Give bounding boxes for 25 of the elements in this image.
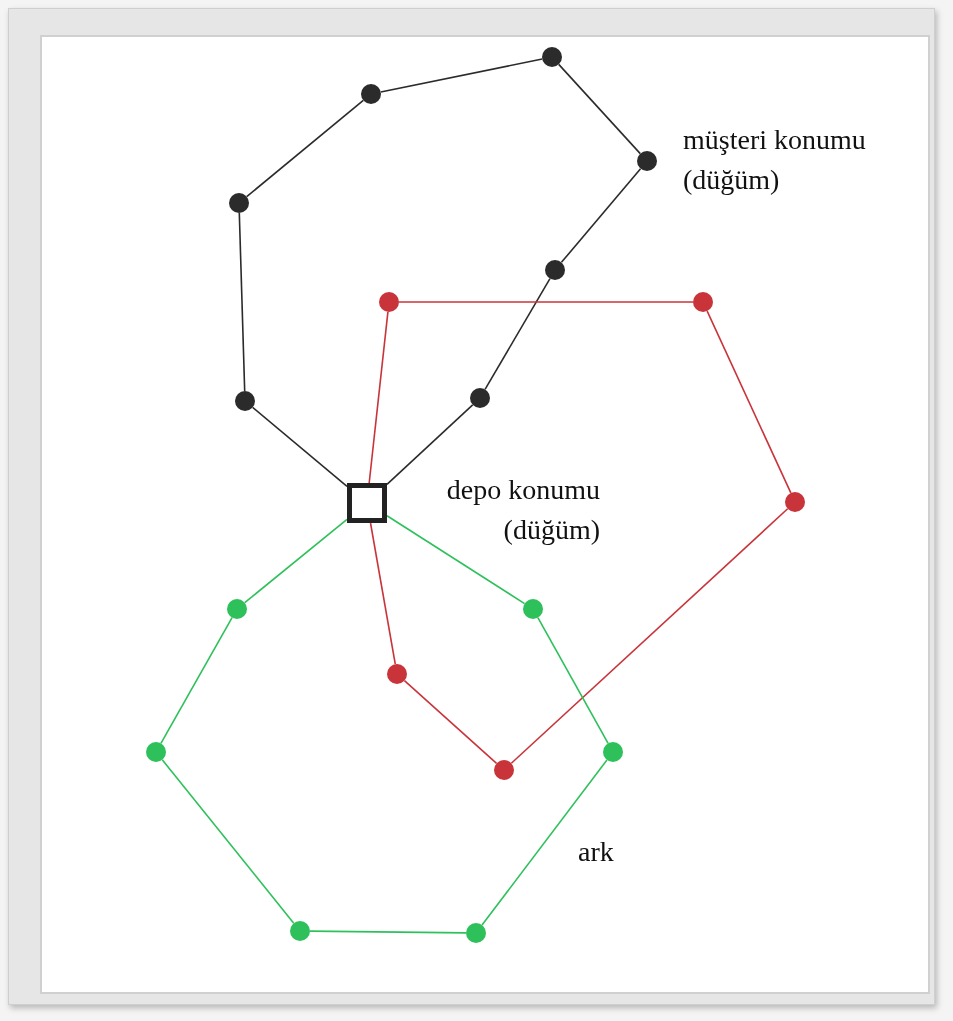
route-arc [238, 212, 246, 392]
route-arc [481, 759, 608, 926]
annotation-label: müşteri konumu (düğüm) [683, 123, 867, 197]
route-arc [706, 310, 792, 494]
annotation-label: ark [578, 835, 615, 869]
route-arc [251, 406, 348, 488]
depot-square [347, 483, 387, 523]
route-arc [309, 930, 467, 934]
route-arc [243, 518, 348, 604]
route-arc [380, 58, 543, 93]
route-arc [369, 522, 397, 665]
route-arc [386, 514, 526, 605]
route-arc [510, 507, 789, 765]
route-arc [537, 616, 609, 745]
route-arc [560, 167, 642, 264]
route-arc [386, 404, 474, 486]
route-arc [398, 301, 694, 303]
route-arc [403, 679, 498, 765]
annotation-label: depo konumu (düğüm) [445, 473, 600, 547]
route-arc [245, 99, 365, 198]
route-arc [484, 277, 551, 391]
route-arc [368, 311, 389, 484]
route-arc [161, 759, 295, 924]
route-arc [160, 616, 233, 745]
route-arc [557, 63, 642, 155]
